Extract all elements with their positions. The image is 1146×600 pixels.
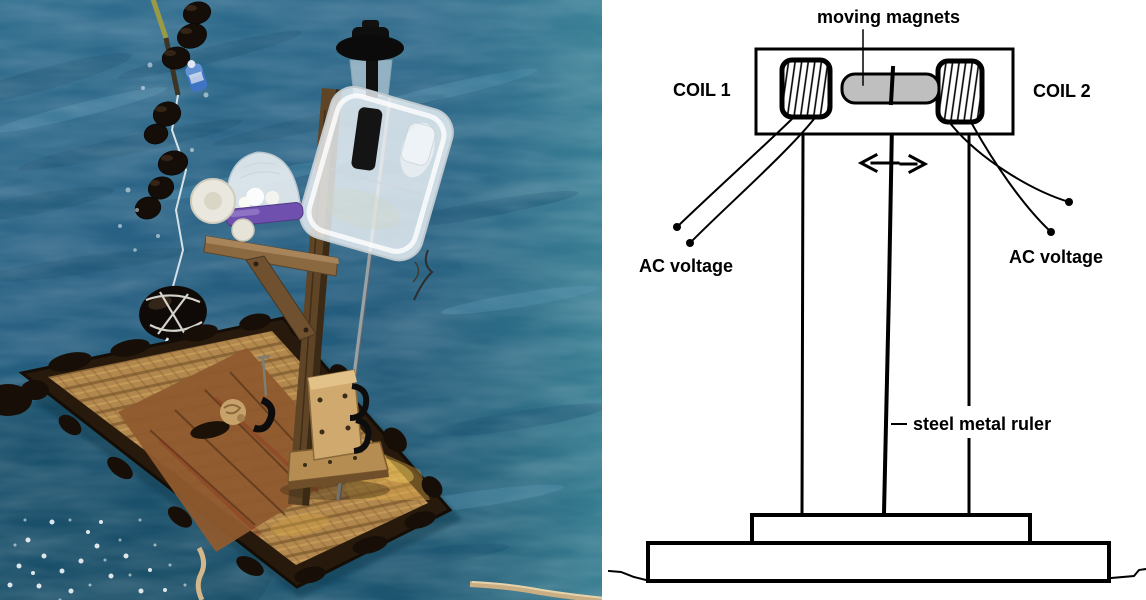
lamp-mount <box>351 107 383 171</box>
plastic-jug <box>299 85 454 262</box>
waterline-squiggle-right <box>1109 567 1146 580</box>
diagonal-brace <box>245 255 317 341</box>
sensor-wire <box>413 249 434 301</box>
wire-terminal-dot <box>1065 198 1073 206</box>
sensor-rig <box>190 20 454 506</box>
blue-bottle <box>185 60 208 92</box>
wire-terminal-dot <box>1047 228 1055 236</box>
coil-1 <box>779 57 833 120</box>
sun-sparkles <box>7 518 187 600</box>
waterline-squiggle-left <box>607 569 652 583</box>
photo-raft-at-sea <box>0 0 602 600</box>
frame-left-leg <box>800 132 805 517</box>
generator-diagram: moving magnets COIL 1 COIL 2 AC voltage … <box>607 7 1146 583</box>
wire-terminal-dot <box>673 223 681 231</box>
base-block <box>307 369 363 461</box>
deck-nail <box>257 354 271 397</box>
deck-gap <box>190 421 230 439</box>
buoy-longline <box>118 0 212 291</box>
wire-terminal-dot <box>686 239 694 247</box>
coil-2 <box>935 58 985 125</box>
clamp-hook-lower <box>353 417 372 454</box>
black-deck-hook <box>252 396 276 433</box>
label-ac-voltage-left: AC voltage <box>639 256 733 276</box>
foam-specks <box>118 62 209 252</box>
clamp-hook-upper <box>349 383 370 421</box>
coil1-wires <box>675 116 816 245</box>
steel-ruler-line <box>881 65 896 516</box>
base-board <box>646 541 1111 583</box>
label-steel-metal-ruler: steel metal ruler <box>913 414 1051 434</box>
buoy-net-rope <box>145 291 203 337</box>
label-coil-2: COIL 2 <box>1033 81 1091 101</box>
label-coil-1: COIL 1 <box>673 80 731 100</box>
platform <box>750 513 1032 545</box>
coil2-wires <box>948 120 1071 234</box>
hanging-rope <box>195 546 207 600</box>
corner-rope <box>469 581 602 600</box>
rope-coil <box>220 399 246 425</box>
white-disc <box>190 178 255 242</box>
motion-arrows-icon <box>857 152 929 175</box>
label-moving-magnets: moving magnets <box>817 7 960 27</box>
label-ac-voltage-right: AC voltage <box>1009 247 1103 267</box>
